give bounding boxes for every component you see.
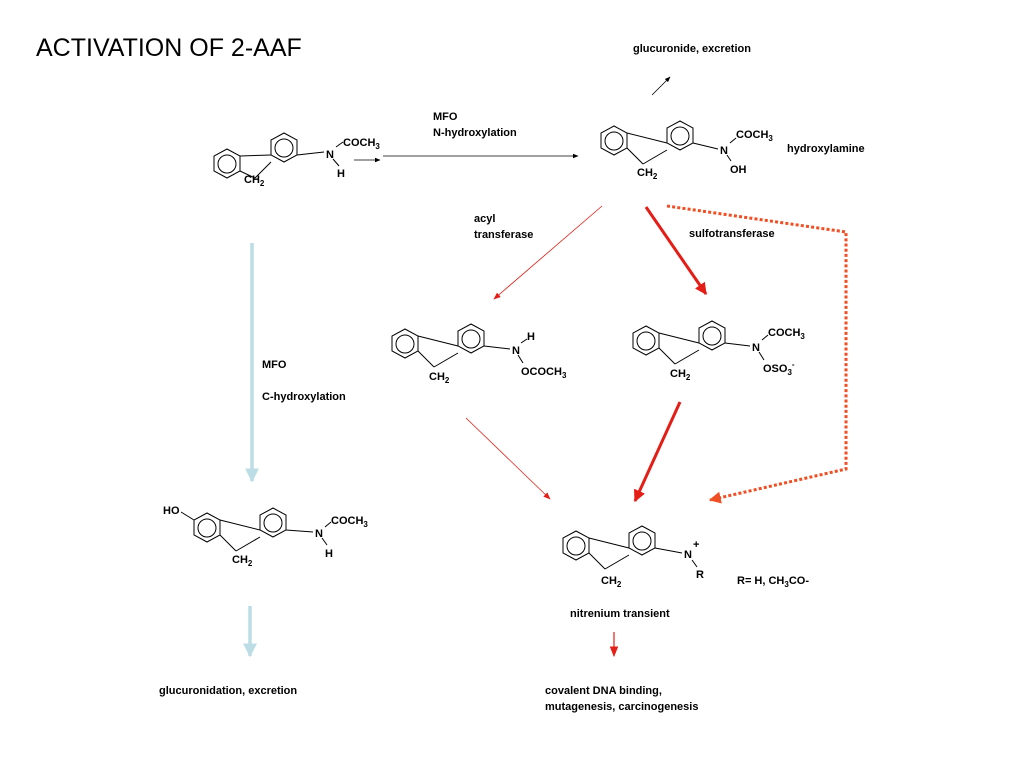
n-hydroxylation-label: N-hydroxylation [433,127,517,139]
left-aromatic-circle [197,518,217,538]
hydroxy-aaf-nitrogen: N [315,528,323,540]
acetoxy-group: OCOCH3 [521,366,567,380]
right-aromatic-circle [670,126,690,146]
page-title: ACTIVATION OF 2-AAF [36,34,302,62]
molecule-2-aaf [213,132,344,179]
left-aromatic-circle [217,154,237,174]
arrow-dotted-direct-path [666,204,848,504]
arrow-sulfate-to-nitrenium [633,401,682,503]
aaf-acetyl-group: COCH3 [343,137,380,151]
aaf-hydrogen: H [337,168,345,180]
arrow-to-glucuronide [651,76,671,96]
acetoxy-ch2: CH2 [429,371,450,385]
molecule-hydroxylamine [600,120,737,165]
right-aromatic-circle [632,531,652,551]
hydroxy-aaf-ho: HO [163,505,180,517]
r-definition-subscript: 3 [784,580,789,589]
dna-binding-label-line2: mutagenesis, carcinogenesis [545,701,699,713]
arrow-sulfotransferase [644,206,708,295]
hydroxy-aaf-hydrogen: H [325,548,333,560]
molecule-acetoxy [391,323,528,368]
nitrenium-r-group: R [696,569,704,581]
glucuronidation-excretion-label: glucuronidation, excretion [159,685,298,697]
right-benzene-ring [698,320,726,351]
nitrenium-charge: + [693,539,699,551]
molecule-hydroxy-aaf [180,507,332,552]
transferase-label: transferase [474,229,534,241]
c-hydroxylation-label: C-hydroxylation [262,391,346,403]
nitrenium-nitrogen: N [684,549,692,561]
right-aromatic-circle [263,513,283,533]
sulfotransferase-label: sulfotransferase [689,228,775,240]
sulfate-nitrogen: N [752,342,760,354]
right-benzene-ring [457,323,485,354]
left-aromatic-circle [636,331,656,351]
right-benzene-ring [259,507,287,538]
dna-binding-label-line1: covalent DNA binding, [545,685,662,697]
acyl-label: acyl [474,213,496,225]
right-aromatic-circle [702,326,722,346]
hydroxy-aaf-ch2: CH2 [232,554,253,568]
right-aromatic-circle [461,329,481,349]
hydroxylamine-nitrogen: N [720,145,728,157]
molecule-nitrenium [562,525,698,570]
mfo-left-label: MFO [262,359,287,371]
hydroxy-aaf-acetyl-group: COCH3 [331,515,368,529]
arrow-acetoxy-to-nitrenium [465,417,551,500]
acetoxy-nitrogen: N [512,345,520,357]
right-benzene-ring [666,120,694,151]
mfo-top-label: MFO [433,111,458,123]
arrow-acyl-transferase [493,205,603,300]
acetoxy-hydrogen: H [527,331,535,343]
left-aromatic-circle [566,536,586,556]
left-aromatic-circle [395,334,415,354]
aaf-ch2: CH2 [244,174,265,188]
left-aromatic-circle [604,131,624,151]
nitrenium-ch2: CH2 [601,575,622,589]
right-benzene-ring [270,132,298,163]
hydroxylamine-ch2: CH2 [637,167,658,181]
sulfate-acetyl-group: COCH3 [768,327,805,341]
sulfate-group: OSO3- [763,360,795,377]
sulfate-ch2: CH2 [670,368,691,382]
r-definition-label: R= H, CH3CO- [737,573,809,593]
molecule-sulfate [632,320,769,365]
right-benzene-ring [628,525,656,556]
hydroxylamine-acetyl-group: COCH3 [736,129,773,143]
glucuronide-excretion-label: glucuronide, excretion [633,43,751,55]
aaf-nitrogen: N [326,149,334,161]
right-aromatic-circle [274,138,294,158]
r-definition-tail: CO- [788,575,809,587]
r-definition-text: R= H, CH [737,575,785,587]
hydroxylamine-oh: OH [730,164,747,176]
nitrenium-transient-label: nitrenium transient [570,608,670,620]
hydroxylamine-label: hydroxylamine [787,143,865,155]
